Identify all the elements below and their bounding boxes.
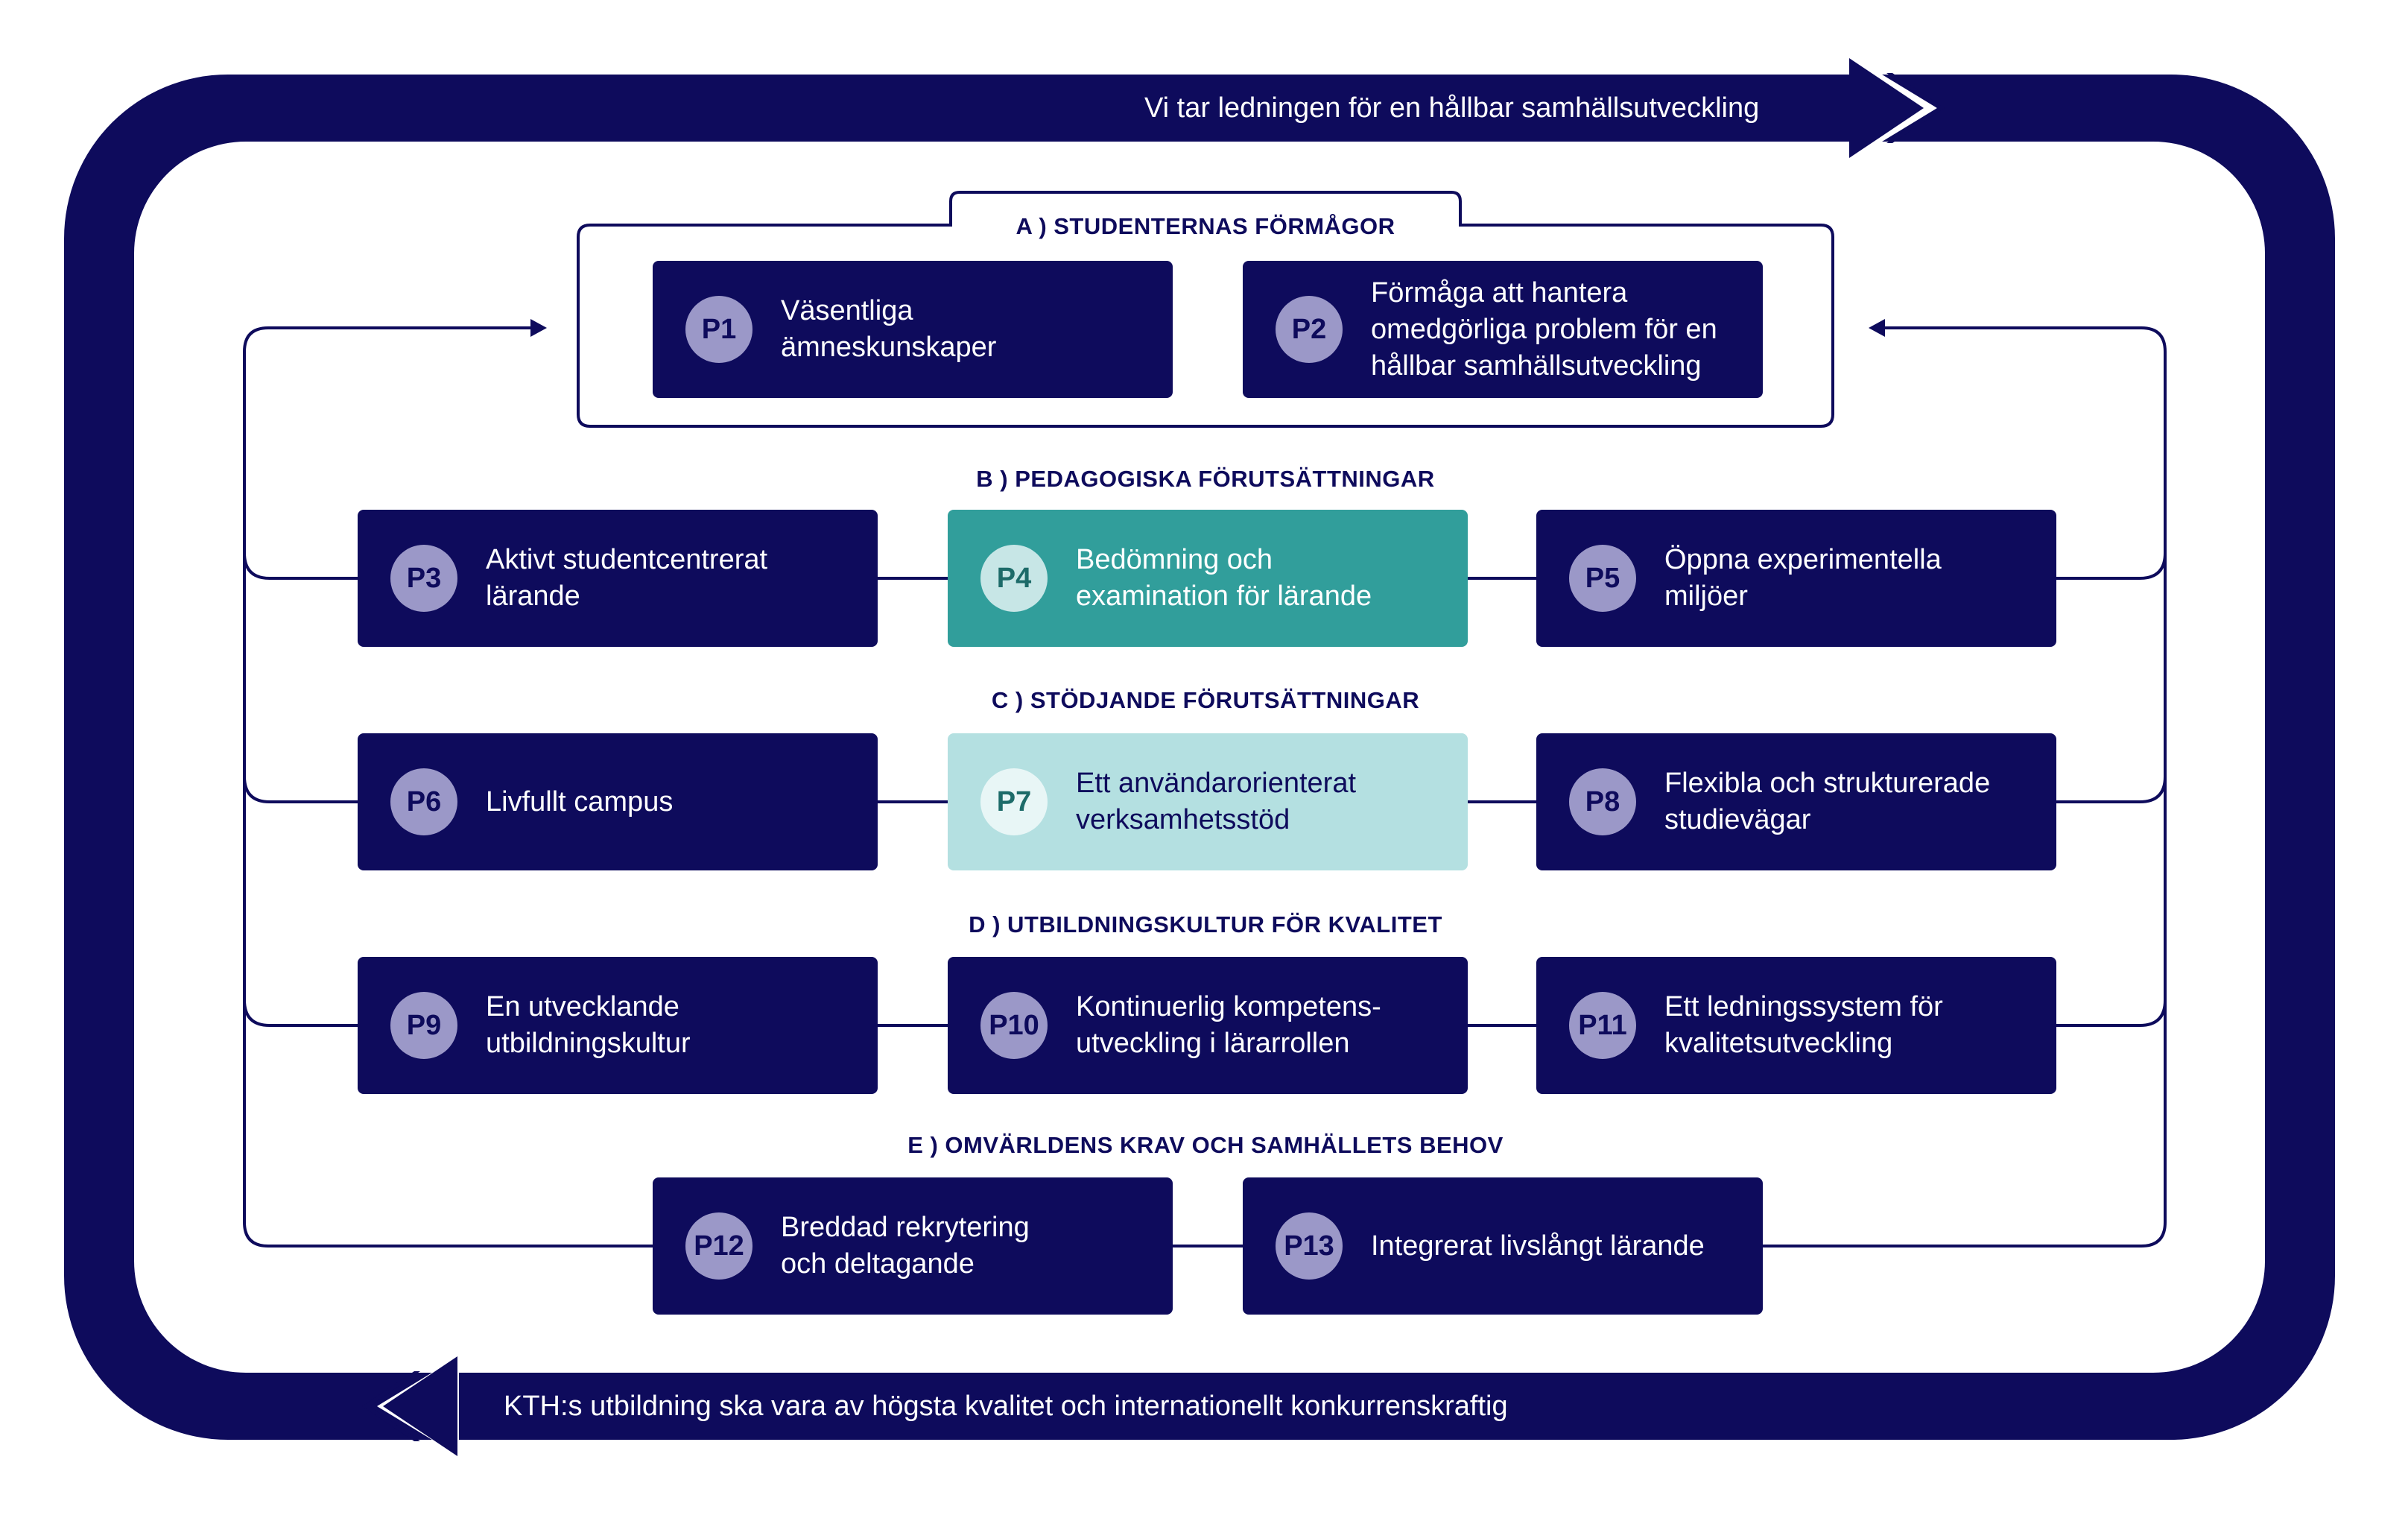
p12-id: P12: [694, 1230, 744, 1262]
principle-p7-box: P7 Ett användarorienterat verksamhetsstö…: [948, 733, 1468, 870]
section-a-outline: [577, 191, 1834, 428]
p5-badge: P5: [1563, 545, 1642, 612]
p9-badge: P9: [384, 992, 463, 1059]
p1-label: Väsentliga ämneskunskaper: [781, 295, 997, 363]
p11-id: P11: [1578, 1009, 1627, 1041]
p4-id: P4: [996, 562, 1032, 594]
section-a-title: A ) STUDENTERNAS FÖRMÅGOR: [1016, 213, 1395, 239]
section-c-title: C ) STÖDJANDE FÖRUTSÄTTNINGAR: [991, 687, 1420, 713]
principle-p6-box: P6 Livfullt campus: [358, 733, 878, 870]
left-feedback-lines: [243, 326, 656, 1248]
principle-p12-box: P12 Breddad rekrytering och deltagande: [653, 1177, 1173, 1315]
section-b-title: B ) PEDAGOGISKA FÖRUTSÄTTNINGAR: [976, 466, 1435, 492]
principle-p8-box: P8 Flexibla och strukturerade studieväga…: [1536, 733, 2056, 870]
p8-id: P8: [1585, 785, 1620, 818]
bottom-banner-text: KTH:s utbildning ska vara av högsta kval…: [504, 1391, 1508, 1422]
p13-badge: P13: [1270, 1212, 1349, 1280]
principle-p9-box: P9 En utvecklande utbildningskultur: [358, 957, 878, 1094]
p3-label: Aktivt studentcentrerat lärande: [486, 544, 768, 612]
p12-label: Breddad rekrytering och deltagande: [781, 1212, 1030, 1280]
p3-badge: P3: [384, 545, 463, 612]
principle-p2-box: P2 Förmåga att hantera omedgörliga probl…: [1243, 261, 1763, 398]
row-connectors: [878, 577, 1538, 1248]
principle-p4-box: P4 Bedömning och examination för lärande: [948, 510, 1468, 647]
p10-label: Kontinuerlig kompetens- utveckling i lär…: [1076, 991, 1381, 1059]
p2-id: P2: [1291, 313, 1327, 345]
p9-label: En utvecklande utbildningskultur: [486, 991, 691, 1059]
top-banner-text: Vi tar ledningen för en hållbar samhälls…: [1144, 92, 1760, 124]
p1-badge: P1: [679, 296, 758, 363]
principle-p10-box: P10 Kontinuerlig kompetens- utveckling i…: [948, 957, 1468, 1094]
p6-badge: P6: [384, 768, 463, 835]
p2-badge: P2: [1270, 296, 1349, 363]
p4-label: Bedömning och examination för lärande: [1076, 544, 1372, 612]
p10-badge: P10: [975, 992, 1054, 1059]
p7-badge: P7: [975, 768, 1054, 835]
p7-label: Ett användarorienterat verksamhetsstöd: [1076, 768, 1357, 835]
p5-id: P5: [1585, 562, 1620, 594]
p2-label: Förmåga att hantera omedgörliga problem …: [1371, 276, 1717, 382]
p11-label: Ett ledningssystem för kvalitetsutveckli…: [1664, 991, 1943, 1059]
p8-label: Flexibla och strukturerade studievägar: [1664, 768, 1991, 835]
p6-id: P6: [406, 785, 442, 818]
p10-id: P10: [989, 1009, 1039, 1041]
p9-id: P9: [406, 1009, 442, 1041]
p8-badge: P8: [1563, 768, 1642, 835]
section-e-title: E ) OMVÄRLDENS KRAV OCH SAMHÄLLETS BEHOV: [907, 1132, 1504, 1158]
principle-p3-box: P3 Aktivt studentcentrerat lärande: [358, 510, 878, 647]
p12-badge: P12: [679, 1212, 758, 1280]
left-arrow-icon: [530, 319, 547, 337]
p13-id: P13: [1284, 1230, 1334, 1262]
bottom-arrowhead-icon: [362, 1356, 459, 1456]
p3-id: P3: [406, 562, 442, 594]
p11-badge: P11: [1563, 992, 1642, 1059]
p4-badge: P4: [975, 545, 1054, 612]
p6-label: Livfullt campus: [486, 785, 674, 818]
p13-label: Integrerat livslångt lärande: [1371, 1230, 1705, 1262]
top-arrowhead-icon: [1849, 58, 1945, 158]
principle-p1-box: P1 Väsentliga ämneskunskaper: [653, 261, 1173, 398]
p5-label: Öppna experimentella miljöer: [1664, 544, 1942, 612]
right-feedback-lines: [1761, 326, 2167, 1248]
principle-p11-box: P11 Ett ledningssystem för kvalitetsutve…: [1536, 957, 2056, 1094]
p7-id: P7: [996, 785, 1032, 818]
principle-p13-box: P13 Integrerat livslångt lärande: [1243, 1177, 1763, 1315]
section-d-title: D ) UTBILDNINGSKULTUR FÖR KVALITET: [969, 911, 1442, 937]
principle-p5-box: P5 Öppna experimentella miljöer: [1536, 510, 2056, 647]
p1-id: P1: [701, 313, 737, 345]
right-arrow-icon: [1869, 319, 1885, 337]
